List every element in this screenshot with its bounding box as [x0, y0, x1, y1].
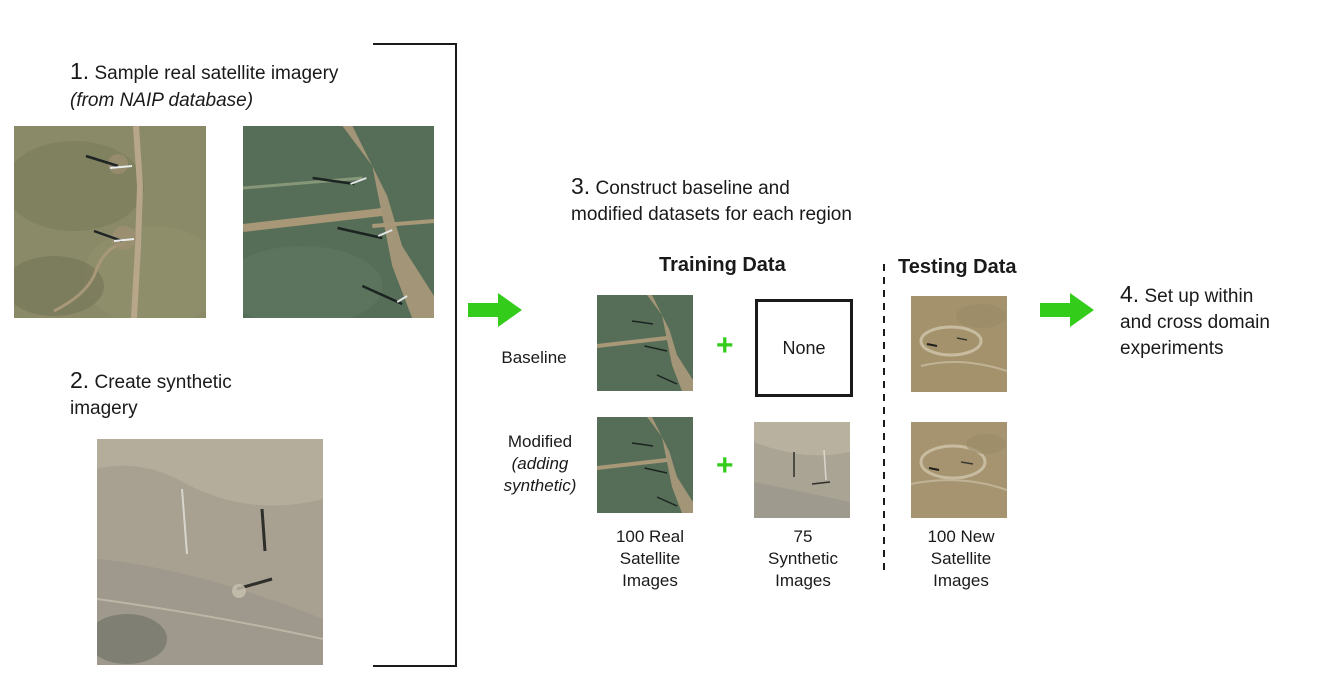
- training-data-header: Training Data: [659, 254, 786, 276]
- synthetic-thumbnail: [754, 422, 850, 518]
- caption-new: 100 New Satellite Images: [927, 527, 995, 590]
- row-label-modified: Modified (adding synthetic): [503, 432, 577, 495]
- row-label-baseline: Baseline: [501, 348, 567, 367]
- testing-thumbnail-1: [911, 296, 1007, 392]
- baseline-real-thumbnail: [597, 295, 693, 391]
- step3-title: 3. Construct baseline and: [571, 173, 790, 199]
- step4-title: 4. Set up within: [1120, 281, 1254, 307]
- green-arrow-icon: [468, 293, 522, 327]
- testing-thumbnail-2: [911, 422, 1007, 518]
- none-label: None: [782, 337, 826, 358]
- real-satellite-image-1: [14, 126, 206, 318]
- caption-real: 100 Real Satellite Images: [615, 527, 685, 590]
- none-box: None: [755, 299, 853, 397]
- plus-icon: +: [716, 449, 734, 482]
- step3-title-line2: modified datasets for each region: [571, 204, 852, 225]
- real-satellite-image-2: [243, 126, 434, 318]
- step1-subtitle: (from NAIP database): [70, 90, 254, 111]
- bracket-icon: [373, 43, 457, 667]
- step2-title-line2: imagery: [70, 398, 138, 419]
- step4-title-line3: experiments: [1120, 338, 1224, 359]
- step4-title-line2: and cross domain: [1120, 312, 1270, 333]
- caption-synthetic: 75 Synthetic Images: [768, 527, 838, 590]
- modified-real-thumbnail: [597, 417, 693, 513]
- synthetic-image-large: [97, 439, 323, 665]
- green-arrow-icon: [1040, 293, 1094, 327]
- plus-icon: +: [716, 329, 734, 362]
- step1-title: 1. Sample real satellite imagery: [70, 58, 339, 84]
- step2-title: 2. Create synthetic: [70, 367, 232, 393]
- dashed-divider: [883, 264, 885, 570]
- testing-data-header: Testing Data: [898, 256, 1017, 278]
